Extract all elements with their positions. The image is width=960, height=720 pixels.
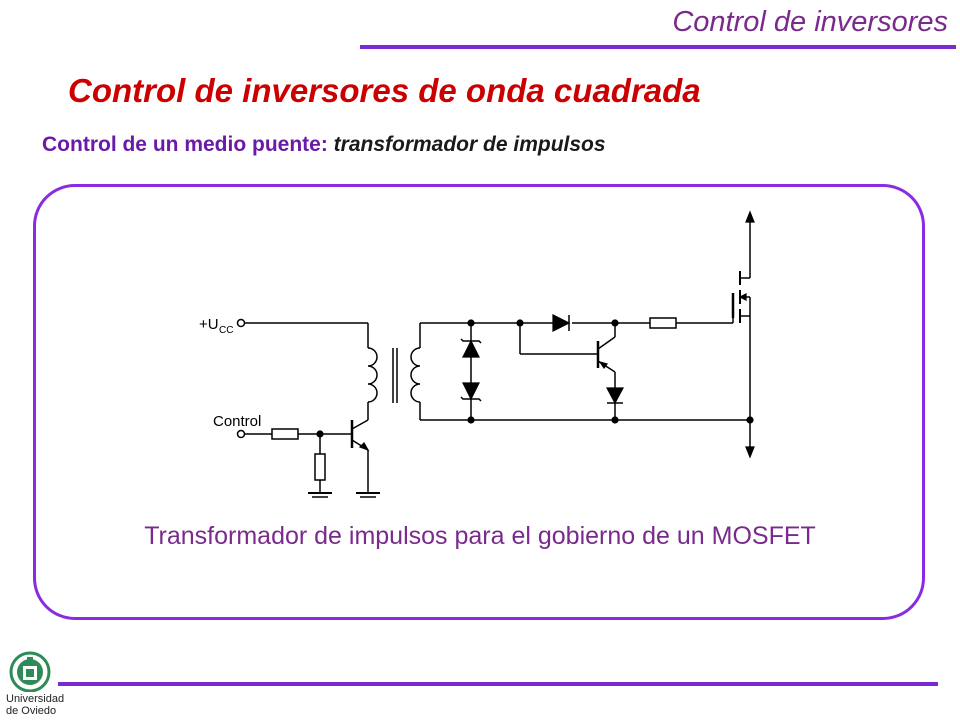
junction-dot — [516, 319, 524, 327]
subtitle: Control de un medio puente: transformado… — [42, 133, 606, 157]
mosfet-arrow — [738, 293, 747, 301]
junction-dot — [611, 319, 619, 327]
header-title: Control de inversores — [672, 6, 948, 38]
university-logo-icon — [9, 651, 51, 692]
drain-arrow — [745, 210, 755, 223]
zener-bar-1 — [460, 338, 482, 344]
supply-subscript: CC — [219, 325, 233, 336]
npn-emitter-arrow — [358, 442, 370, 452]
control-terminal — [236, 429, 246, 439]
page-title: Control de inversores de onda cuadrada — [68, 72, 701, 109]
subtitle-prefix: Control de un medio puente: — [42, 133, 334, 156]
series-diode — [552, 314, 571, 332]
pnp-emitter-arrow — [598, 360, 609, 370]
supply-label: +U — [199, 316, 219, 333]
logo-line-1: Universidad — [6, 693, 65, 705]
diagram-caption: Transformador de impulsos para el gobier… — [144, 522, 816, 550]
zener-bar-2 — [460, 396, 482, 402]
junction-dot — [467, 416, 475, 424]
zener-diode-2 — [462, 382, 480, 401]
control-label: Control — [213, 413, 261, 430]
zener-diode-1 — [462, 339, 480, 358]
diagram-panel — [33, 184, 925, 620]
source-arrow — [745, 446, 755, 459]
junction-dot — [746, 416, 754, 424]
clamp-diode — [606, 387, 624, 405]
secondary-coil — [410, 347, 421, 403]
footer-rule — [58, 682, 938, 686]
logo-line-2: de Oviedo — [6, 705, 57, 717]
junction-dot — [467, 319, 475, 327]
university-name: Universidad de Oviedo — [6, 693, 65, 717]
header-rule — [360, 45, 956, 49]
primary-coil — [367, 347, 378, 403]
subtitle-emphasis: transformador de impulsos — [333, 133, 606, 156]
junction-dot — [611, 416, 619, 424]
junction-dot — [316, 430, 324, 438]
base-resistor — [271, 428, 299, 440]
supply-terminal — [236, 318, 246, 328]
gate-resistor — [649, 317, 677, 329]
pulldown-resistor — [314, 453, 326, 481]
